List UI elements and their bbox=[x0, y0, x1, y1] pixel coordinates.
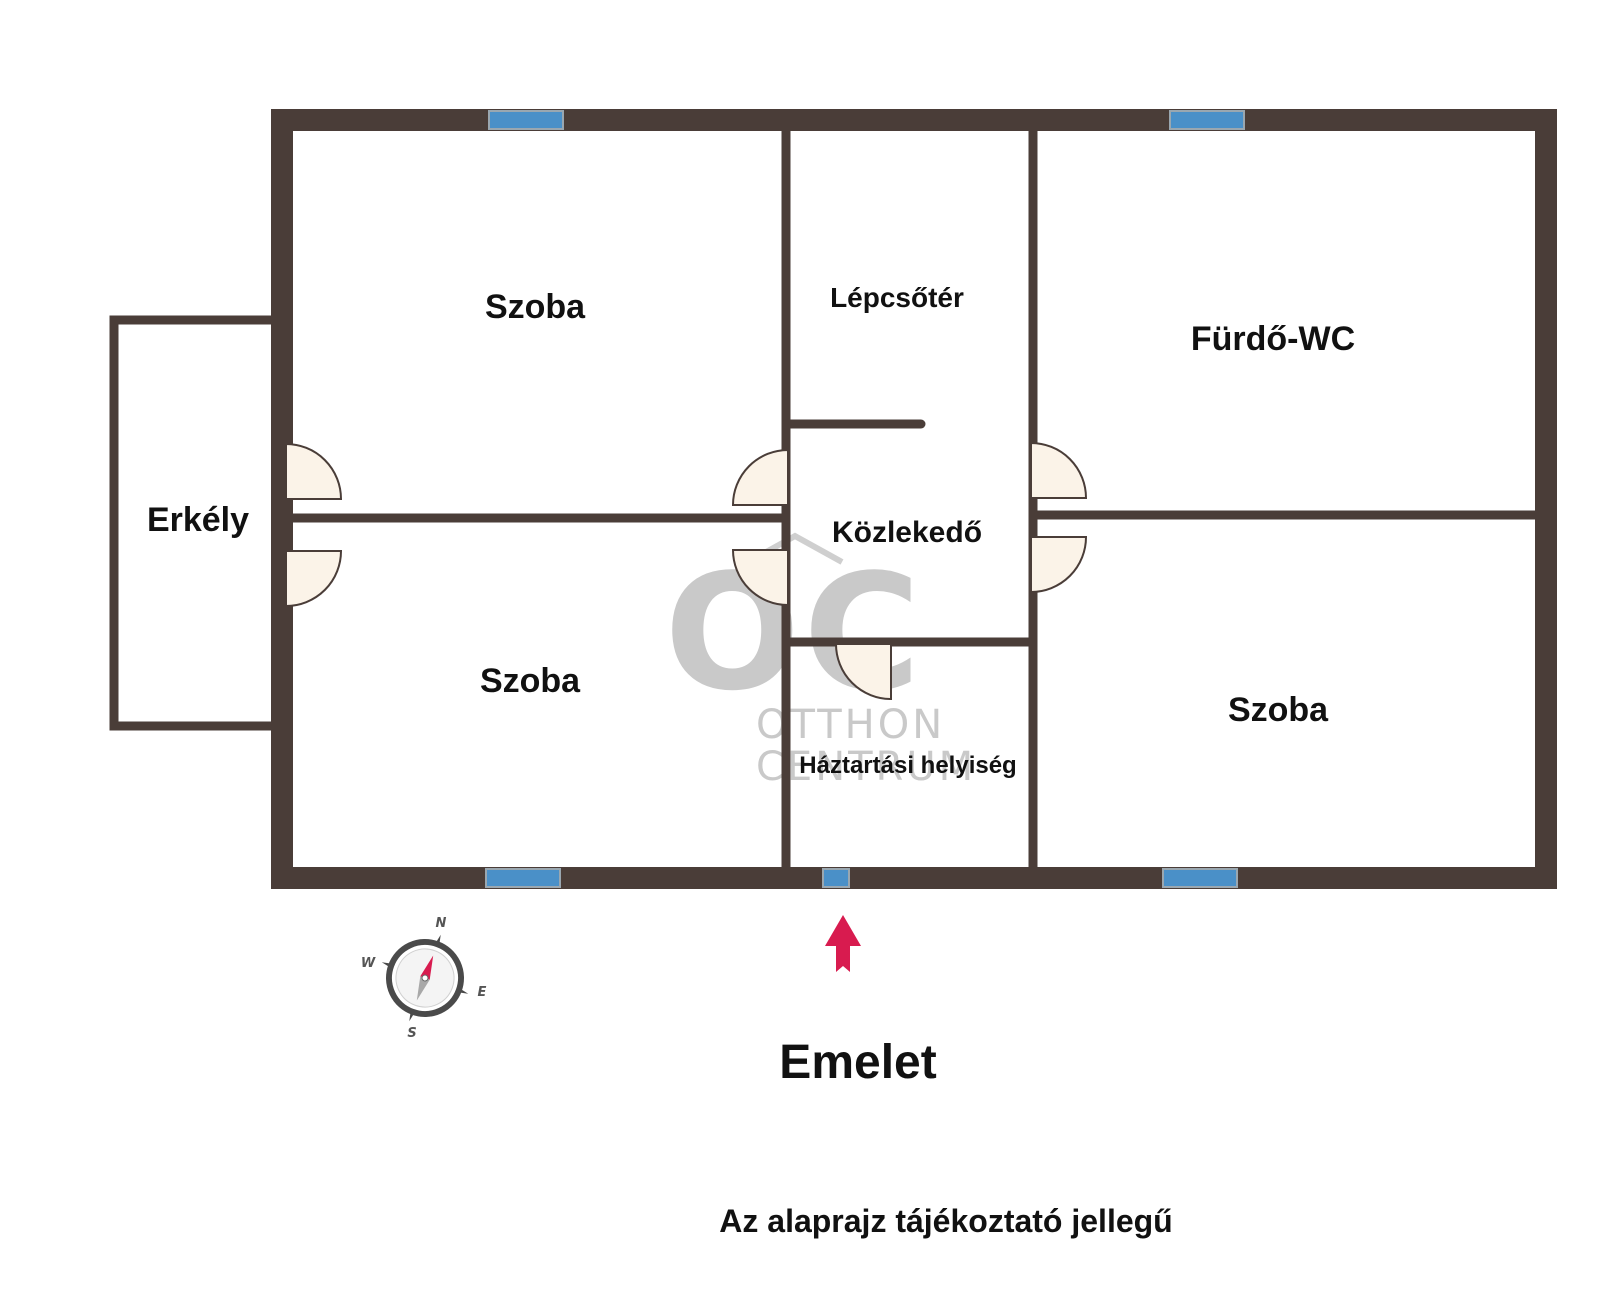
compass-w: W bbox=[361, 956, 376, 971]
door-bathroom bbox=[1030, 441, 1088, 499]
room-label-furdo-wc: Fürdő-WC bbox=[1191, 320, 1355, 358]
door-room-top-left bbox=[731, 448, 789, 506]
window-bottom-left bbox=[485, 868, 561, 888]
entrance-arrow-icon bbox=[825, 915, 861, 972]
compass-needle-north-icon bbox=[420, 955, 434, 980]
door-room-bottom-left bbox=[731, 549, 789, 607]
watermark-line2: CENTRUM bbox=[756, 744, 976, 790]
room-label-erkely: Erkély bbox=[147, 501, 249, 539]
window-bottom-middle bbox=[822, 868, 850, 888]
doors bbox=[285, 441, 1088, 701]
compass-letters: N E S W bbox=[361, 916, 487, 1041]
window-top-left bbox=[488, 110, 564, 130]
room-labels: Szoba Lépcsőtér Fürdő-WC Erkély Közleked… bbox=[147, 282, 1355, 779]
window-bottom-right bbox=[1162, 868, 1238, 888]
exterior-walls bbox=[271, 109, 1557, 889]
compass bbox=[381, 934, 469, 1022]
floor-title: Emelet bbox=[779, 1036, 936, 1089]
door-balcony-upper bbox=[285, 442, 343, 500]
room-label-szoba-bottom-right: Szoba bbox=[1228, 691, 1329, 729]
room-label-kozlekedo: Közlekedő bbox=[832, 516, 982, 549]
compass-e: E bbox=[478, 985, 487, 1000]
window-top-right bbox=[1169, 110, 1245, 130]
door-household-room bbox=[834, 643, 892, 701]
room-label-szoba-bottom-left: Szoba bbox=[480, 662, 581, 700]
door-balcony-lower bbox=[285, 550, 343, 608]
room-label-szoba-top-left: Szoba bbox=[485, 288, 586, 326]
room-label-haztartasi: Háztartási helyiség bbox=[799, 752, 1016, 779]
disclaimer: Az alaprajz tájékoztató jellegű bbox=[719, 1203, 1172, 1239]
compass-n: N bbox=[436, 916, 447, 931]
balcony-walls bbox=[109, 315, 280, 731]
door-room-bottom-right bbox=[1030, 536, 1088, 594]
compass-s: S bbox=[407, 1026, 416, 1041]
room-label-lepcsoter: Lépcsőtér bbox=[830, 282, 964, 313]
compass-needle-south-icon bbox=[416, 976, 430, 1001]
windows bbox=[485, 110, 1245, 888]
